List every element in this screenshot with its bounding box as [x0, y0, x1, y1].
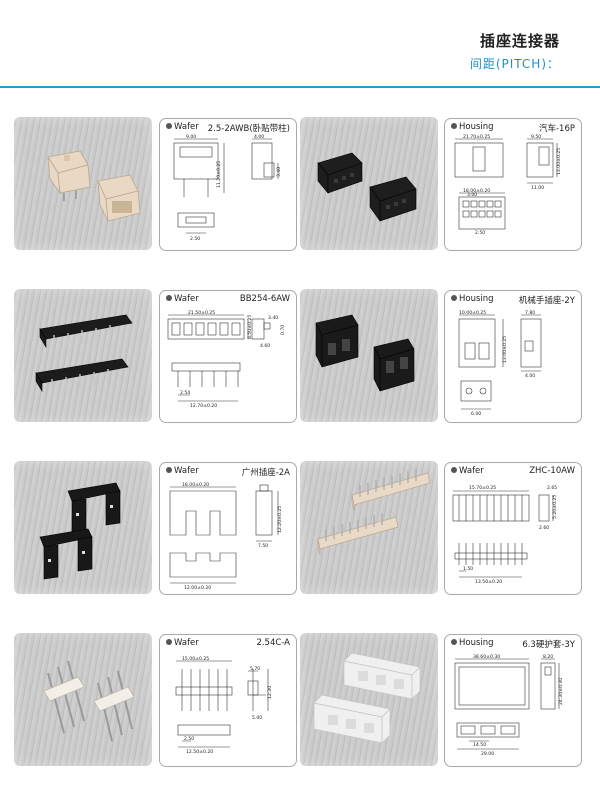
product-model: 6.3硬护套-3Y [522, 640, 575, 650]
product-model: 机械手插座-2Y [518, 296, 575, 306]
product-model: 2.5-2AWB(卧贴带柱) [207, 124, 290, 134]
dimension-label: 4.60 [260, 343, 270, 349]
dimension-label: 8.50±0.25 [247, 315, 253, 339]
drawing-card-wafer-2-5-2awb: Wafer 2.5-2AWB(卧贴带柱) 9.00 4.00 11.20±0.25… [159, 118, 297, 251]
dimension-label: 2.50 [190, 236, 200, 242]
dimension-label: 6.00 [471, 411, 481, 417]
product-photo-wafer-zhc-10aw [300, 461, 438, 594]
dimension-label: 12.30 [267, 686, 273, 699]
dimension-label: 5.70 [250, 666, 260, 672]
product-type: Wafer [174, 638, 199, 648]
product-photo-wafer-bb254-6aw [14, 289, 152, 422]
technical-drawing: 9.00 4.00 11.20±0.25 3.40 2.50 [173, 134, 282, 242]
product-photo-housing-16p [300, 117, 438, 250]
dimension-label: 2.65 [547, 485, 557, 491]
dimension-label: 29.00 [481, 751, 494, 757]
product-photo-housing-3y [300, 633, 438, 766]
technical-drawing: 15.70±0.25 2.65 5.20±0.25 2.60 1.50 13.5… [452, 485, 558, 585]
product-type: Housing [459, 122, 494, 132]
bullet-dot-icon [451, 294, 457, 301]
bullet-dot-icon [451, 638, 457, 645]
dimension-label: 38.60±0.30 [473, 654, 500, 660]
page-title: 插座连接器 [479, 32, 560, 50]
product-type: Housing [459, 638, 494, 648]
technical-drawing: 21.70±0.25 9.50 13.00±0.25 11.00 18.00±0… [454, 134, 562, 236]
dimension-label: 9.00 [186, 134, 196, 140]
drawing-card-housing-16p: Housing 汽车-16P 21.70±0.25 9.50 13.00±0.25… [444, 118, 582, 251]
technical-drawing: 38.60±0.30 8.20 24.30±0.30 14.50 29.00 [454, 654, 564, 757]
page-subtitle: 间距(PITCH)： [469, 57, 560, 71]
dimension-label: 4.00 [254, 134, 264, 140]
dimension-label: 21.50±0.25 [188, 310, 215, 316]
dimension-label: 5.20±0.25 [552, 495, 558, 519]
technical-drawing: 15.00±0.25 5.70 12.30 5.00 2.50 12.50±0.… [175, 656, 273, 755]
product-photo-wafer-2-5-2awb [14, 117, 152, 250]
product-type: Wafer [174, 466, 199, 476]
product-type: Housing [459, 294, 494, 304]
technical-drawing: 10.00±0.25 7.80 13.00±0.25 4.00 6.00 [458, 310, 542, 417]
dimension-label: 24.30±0.30 [558, 678, 564, 705]
product-photo-wafer-2-54c-a [14, 633, 152, 766]
dimension-label: 12.00±0.20 [184, 585, 211, 591]
dimension-label: 12.20±0.25 [277, 506, 283, 533]
dimension-label: 9.50 [531, 134, 541, 140]
product-model: ZHC-10AW [529, 466, 575, 476]
dimension-label: 18.00±0.20 [463, 188, 490, 194]
bullet-dot-icon [166, 638, 172, 645]
product-photo-housing-2y [300, 289, 438, 422]
product-model: 2.54C-A [256, 638, 290, 648]
dimension-label: 0.70 [280, 325, 286, 335]
page-header: 插座连接器 间距(PITCH)： [470, 30, 560, 72]
technical-drawing: 21.50±0.25 3.40 8.50±0.25 0.70 4.60 2.54… [167, 310, 286, 409]
dimension-label: 12.50±0.20 [186, 749, 213, 755]
dimension-label: 2.54 [180, 390, 190, 396]
dimension-label: 5.00 [252, 715, 262, 721]
dimension-label: 11.00 [531, 185, 544, 191]
technical-drawing: 18.00±0.20 12.20±0.25 7.50 12.00±0.20 [169, 482, 283, 591]
dimension-label: 15.00±0.25 [182, 656, 209, 662]
dimension-label: 10.00±0.25 [459, 310, 486, 316]
product-model: 汽车-16P [538, 124, 575, 134]
dimension-label: 7.50 [258, 543, 268, 549]
dimension-label: 13.50±0.20 [475, 579, 502, 585]
bullet-dot-icon [166, 122, 172, 129]
drawing-card-wafer-zhc-10aw: Wafer ZHC-10AW 15.70±0.25 2.65 5.20±0.25 … [444, 462, 582, 595]
bullet-dot-icon [451, 466, 457, 473]
header-divider [0, 86, 600, 88]
product-model: 广州插座-2A [241, 468, 290, 478]
dimension-label: 15.70±0.25 [469, 485, 496, 491]
drawing-card-housing-2y: Housing 机械手插座-2Y 10.00±0.25 7.80 13.00±0.… [444, 290, 582, 423]
dimension-label: 13.00±0.25 [556, 148, 562, 175]
dimension-label: 7.80 [525, 310, 535, 316]
product-model: BB254-6AW [239, 294, 290, 304]
product-type: Wafer [174, 122, 199, 132]
dimension-label: 13.00±0.25 [502, 336, 508, 363]
dimension-label: 3.40 [276, 167, 282, 177]
drawing-card-wafer-2a: Wafer 广州插座-2A 18.00±0.20 12.20±0.25 7.50 … [159, 462, 297, 595]
dimension-label: 4.00 [525, 373, 535, 379]
product-photo-wafer-2a [14, 461, 152, 594]
drawing-card-housing-3y: Housing 6.3硬护套-3Y 38.60±0.30 8.20 24.30±0… [444, 634, 582, 767]
dimension-label: 12.70±0.20 [190, 403, 217, 409]
product-type: Wafer [174, 294, 199, 304]
dimension-label: 18.00±0.20 [182, 482, 209, 488]
dimension-label: 3.40 [268, 315, 278, 321]
dimension-label: 14.50 [473, 742, 486, 748]
product-type: Wafer [459, 466, 484, 476]
bullet-dot-icon [166, 294, 172, 301]
dimension-label: 11.20±0.25 [216, 161, 222, 188]
bullet-dot-icon [166, 466, 172, 473]
drawing-card-wafer-2-54c-a: Wafer 2.54C-A 15.00±0.25 5.70 12.30 5.00 … [159, 634, 297, 767]
dimension-label: 3.00 [467, 192, 477, 198]
dimension-label: 8.20 [543, 654, 553, 660]
dimension-label: 2.60 [539, 525, 549, 531]
dimension-label: 1.50 [463, 566, 473, 572]
dimension-label: 21.70±0.25 [463, 134, 490, 140]
drawing-card-wafer-bb254-6aw: Wafer BB254-6AW 21.50±0.25 3.40 8.50±0.25… [159, 290, 297, 423]
bullet-dot-icon [451, 122, 457, 129]
dimension-label: 2.50 [184, 736, 194, 742]
dimension-label: 2.50 [475, 230, 485, 236]
